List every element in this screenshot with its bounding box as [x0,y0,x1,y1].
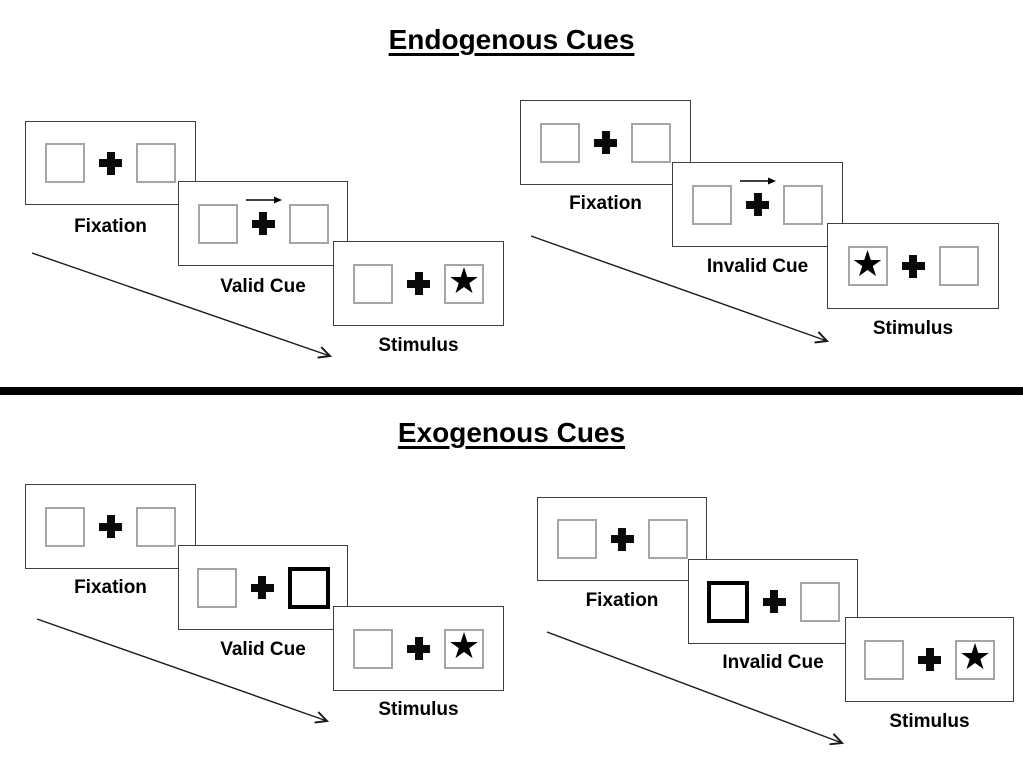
left-box [45,506,85,547]
panel-label-fixation: Fixation [74,577,147,598]
section-title-endogenous: Endogenous Cues [388,24,635,55]
section-title-exogenous: Exogenous Cues [397,417,626,448]
fixation-cross-icon [594,131,617,154]
endo-invalid-stimulus-screen: ★ [827,223,999,309]
star-icon: ★ [851,243,884,285]
exo-invalid-stimulus-screen: ★ [845,617,1014,702]
fixation-cross-icon [762,590,786,613]
left-box [45,143,85,183]
endo-invalid-fixation-screen [520,100,691,185]
left-box [197,203,238,244]
left-box [556,519,597,559]
fixation-cross-icon [99,515,122,538]
cue-arrow-icon [245,196,282,204]
fixation-cross-icon [918,648,941,671]
panel-label-fixation: Fixation [585,590,659,611]
fixation-cross-icon [251,212,275,235]
exo-valid-stimulus-screen: ★ [333,606,504,691]
right-box [631,122,671,163]
right-box: ★ [444,261,484,304]
right-box: ★ [444,626,484,669]
panel-label-stimulus: Stimulus [889,711,970,732]
left-box [353,628,393,669]
right-box [647,519,688,559]
cue-arrow-icon [740,177,776,185]
timeline-arrow-exo-invalid [546,631,845,746]
timeline-arrow-endo-valid [31,252,333,359]
left-box: ★ [847,243,888,286]
panel-label-valid-cue: Valid Cue [220,276,306,297]
star-icon: ★ [447,261,481,302]
right-box [799,581,840,622]
left-box [353,263,393,304]
panel-label-invalid-cue: Invalid Cue [706,256,809,277]
panel-label-fixation: Fixation [74,216,147,237]
highlighted-right-box [287,566,330,609]
right-box [288,203,329,244]
exo-invalid-fixation-screen [537,497,707,581]
right-box: ★ [955,637,995,680]
panel-label-fixation: Fixation [569,193,642,214]
left-box [540,122,580,163]
endo-invalid-cue-screen [672,162,843,247]
fixation-cross-icon [610,527,634,551]
fixation-cross-icon [407,272,430,295]
fixation-cross-icon [901,254,925,278]
endo-valid-fixation-screen [25,121,196,205]
exo-invalid-cue-screen [688,559,858,644]
timeline-arrow-endo-invalid [530,235,830,344]
panel-label-invalid-cue: Invalid Cue [722,652,824,673]
endo-valid-cue-screen [178,181,348,266]
timeline-arrow-exo-valid [36,618,330,724]
star-icon: ★ [958,637,992,678]
panel-label-stimulus: Stimulus [378,699,459,720]
star-icon: ★ [447,626,481,667]
fixation-cross-icon [407,637,430,660]
fixation-cross-icon [250,576,274,599]
right-box [783,184,823,225]
panel-label-stimulus: Stimulus [872,318,954,339]
left-box [196,567,237,608]
exo-valid-cue-screen [178,545,348,630]
highlighted-left-box [706,580,749,623]
section-divider [0,387,1023,395]
right-box [136,143,176,183]
left-box [692,184,732,225]
right-box [938,246,979,286]
left-box [864,639,904,680]
exo-valid-fixation-screen [25,484,196,569]
fixation-cross-icon [746,193,769,216]
endo-valid-stimulus-screen: ★ [333,241,504,326]
panel-label-stimulus: Stimulus [378,335,459,356]
right-box [136,506,176,547]
panel-label-valid-cue: Valid Cue [220,639,306,660]
fixation-cross-icon [99,151,122,175]
